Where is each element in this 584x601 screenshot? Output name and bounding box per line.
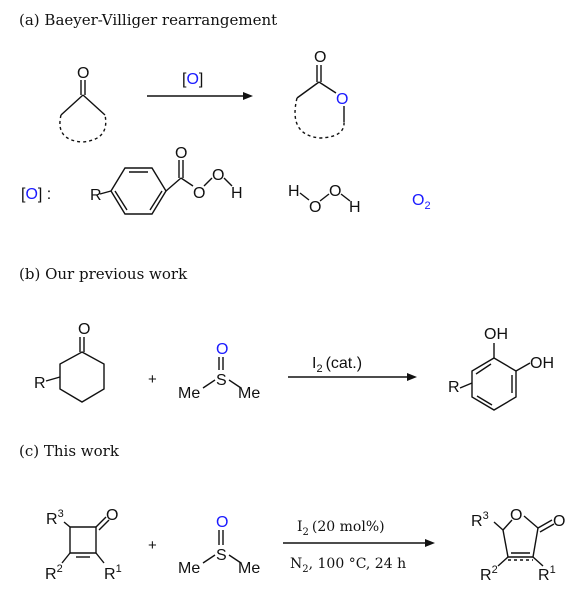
ketone-oxygen: O [77, 65, 89, 82]
peracid-h: H [231, 185, 243, 202]
h2o2-o2: O [329, 183, 341, 200]
arrow-b [288, 373, 417, 381]
peroxy-acid: R O O O H [90, 145, 243, 215]
cyclobutenone-r3: R3 [46, 508, 64, 528]
cyclohexanone-r: R [34, 375, 46, 392]
section-b-title: (b) Our previous work [19, 265, 188, 283]
plus-b: + [148, 371, 157, 388]
cyclobutenone-r2: R2 [45, 563, 63, 583]
catalyst-b: I2(cat.) [312, 355, 362, 375]
arrow-a [147, 92, 253, 100]
lactone-carbonyl-o: O [314, 49, 326, 66]
peracid-o2: O [212, 167, 224, 184]
dmso-b-me1: Me [178, 385, 200, 402]
arrow-c [283, 539, 435, 547]
peracid-carbonyl-o: O [175, 145, 187, 162]
dmso-c-o: O [216, 514, 228, 531]
butenolide: R3 O O R2 R1 [471, 507, 565, 584]
condition-top: I2(20 mol%) [297, 519, 385, 538]
dmso-c-me2: Me [238, 560, 260, 577]
oxygen-gas: O2 [412, 192, 431, 212]
lactone-ring-o: O [336, 91, 348, 108]
condition-bottom: N2, 100 °C, 24 h [290, 556, 406, 575]
catechol-oh2: OH [530, 355, 554, 372]
butenolide-r1: R1 [538, 564, 556, 584]
butenolide-ring-o: O [510, 507, 522, 524]
h2o2-h1: H [288, 183, 300, 200]
dmso-c-me1: Me [178, 560, 200, 577]
butenolide-r2: R2 [480, 564, 498, 584]
butenolide-r3: R3 [471, 510, 489, 530]
dmso-b-o: O [216, 341, 228, 358]
h2o2-o1: O [309, 199, 321, 216]
h2o2-h2: H [349, 199, 361, 216]
cyclobutenone-o: O [106, 507, 118, 524]
oxidant-label: [O] [182, 71, 203, 88]
peracid-o1: O [193, 185, 205, 202]
section-a-title: (a) Baeyer-Villiger rearrangement [19, 11, 277, 29]
catechol-oh1: OH [484, 326, 508, 343]
oxidant-list-label: [O] : [21, 186, 51, 203]
cyclohexanone: O R [34, 321, 105, 403]
section-c-title: (c) This work [19, 442, 120, 460]
peracid-r: R [90, 187, 102, 204]
cyclobutenone-r1: R1 [104, 563, 122, 583]
cyclohexanone-o: O [78, 321, 90, 338]
plus-c: + [148, 537, 157, 554]
catechol: OH OH R [448, 326, 554, 411]
dmso-c-s: S [216, 547, 227, 564]
dmso-b-s: S [216, 372, 227, 389]
dmso-c: O S Me Me [178, 514, 260, 577]
cyclic-ketone: O [59, 65, 107, 143]
hydrogen-peroxide: H O O H [288, 183, 361, 216]
dmso-b: O S Me Me [178, 341, 260, 402]
cyclobutenone: R3 O R2 R1 [45, 507, 122, 583]
catechol-r: R [448, 379, 460, 396]
lactone: O O [294, 49, 348, 139]
dmso-b-me2: Me [238, 385, 260, 402]
butenolide-carbonyl-o: O [553, 513, 565, 530]
